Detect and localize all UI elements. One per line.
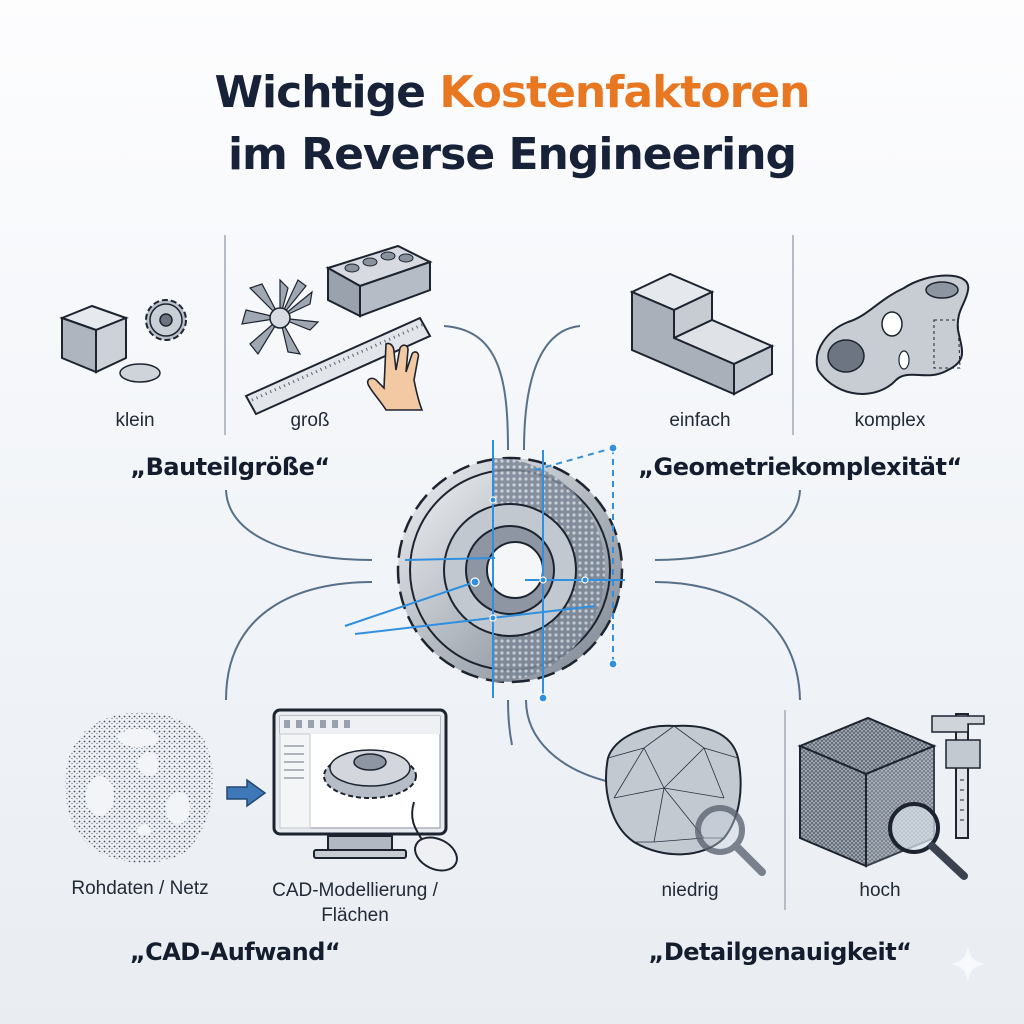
turbine-icon (241, 278, 320, 356)
label-cad-modellierung: CAD-Modellierung / Flächen (255, 878, 455, 928)
engine-block-icon (325, 244, 433, 318)
small-gear-icon (145, 299, 187, 341)
magnifier-icon-high (888, 802, 968, 880)
coin-icon (119, 363, 161, 383)
coarse-mesh-cube-icon (605, 724, 742, 856)
divider-size (224, 235, 226, 435)
label-einfach: einfach (669, 410, 731, 431)
magnifier-icon (695, 805, 766, 876)
label-cad-line2: Flächen (321, 905, 389, 926)
title-prefix: Wichtige (214, 67, 426, 118)
heading-cad-aufwand: „CAD-Aufwand“ (129, 938, 341, 966)
title-accent: Kostenfaktoren (439, 67, 810, 118)
ruler-icon (244, 316, 432, 416)
page-title: Wichtige Kostenfaktoren im Reverse Engin… (0, 62, 1024, 186)
label-cad-line1: CAD-Modellierung / (272, 880, 438, 901)
label-hoch: hoch (859, 880, 901, 901)
title-line-2: im Reverse Engineering (227, 129, 797, 180)
cube-icon (59, 304, 129, 374)
heading-detailgenauigkeit: „Detailgenauigkeit“ (648, 938, 912, 966)
hand-icon (366, 342, 424, 411)
arrow-right-icon (226, 778, 267, 808)
label-klein: klein (115, 410, 155, 431)
divider-detail (784, 710, 786, 910)
sparkle-icon (950, 946, 986, 982)
divider-geometry (792, 235, 794, 435)
heading-bauteilgroesse: „Bauteilgröße“ (130, 453, 330, 481)
label-rohdaten: Rohdaten / Netz (71, 878, 209, 899)
label-komplex: komplex (854, 410, 926, 431)
step-block-icon (629, 272, 775, 396)
caliper-icon (931, 713, 985, 839)
label-niedrig: niedrig (661, 880, 719, 901)
organic-lattice-part-icon (815, 274, 970, 395)
gear-scan-icon (344, 440, 625, 703)
heading-geometriekomplexitaet: „Geometriekomplexität“ (638, 453, 962, 481)
mouse-icon (411, 801, 458, 872)
point-cloud-icon (64, 712, 214, 863)
title-line-1: Wichtige Kostenfaktoren (0, 62, 1024, 124)
label-gross: groß (290, 410, 330, 431)
